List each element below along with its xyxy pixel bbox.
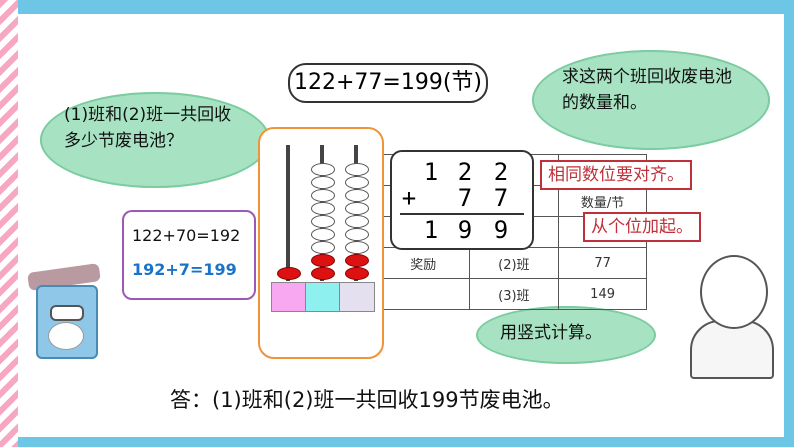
formula-box: 122+70=192 192+7=199 (122, 210, 256, 300)
method-cloud (476, 306, 656, 364)
table-col-header: 数量/节 (558, 185, 647, 217)
abacus-bead-ones (345, 176, 369, 189)
abacus-bead-tens (311, 189, 335, 202)
method-text: 用竖式计算。 (500, 323, 602, 343)
question-text: (1)班和(2)班一共回收多少节废电池？ (64, 105, 232, 151)
abacus-bead-ones (345, 254, 369, 267)
place-ones (339, 282, 375, 312)
book-character-beard (48, 322, 84, 350)
abacus-bead-tens (311, 176, 335, 189)
abacus-rod-hundreds (286, 145, 290, 281)
abacus-bead-hundreds (277, 267, 301, 280)
formula-line-1: 122+70=192 (132, 226, 241, 245)
abacus-bead-tens (311, 267, 335, 280)
abacus-bead-tens (311, 163, 335, 176)
table-row: (3)班 (468, 278, 560, 310)
abacus-bead-ones (345, 202, 369, 215)
table-cell: 149 (558, 278, 647, 310)
left-decor-stripe (0, 0, 18, 447)
start-note: 从个位加起。 (583, 212, 701, 242)
top-decor-bar (18, 0, 794, 14)
title-equation: 122+77=199(节) (288, 63, 488, 103)
place-tens (305, 282, 341, 312)
goal-text: 求这两个班回收废电池的数量和。 (562, 67, 732, 113)
vertical-calculation: 1 2 2 + 7 7 1 9 9 (390, 150, 534, 250)
boy-character-head (700, 255, 768, 329)
question-cloud (40, 92, 270, 188)
book-character-glasses (50, 305, 84, 321)
table-row-label: 奖励 (377, 247, 470, 279)
answer-sentence: 答：(1)班和(2)班一共回收199节废电池。 (170, 388, 564, 412)
goal-cloud (532, 50, 770, 150)
abacus-bead-ones (345, 215, 369, 228)
abacus-bead-ones (345, 267, 369, 280)
formula-line-2: 192+7=199 (132, 260, 237, 279)
bottom-decor-bar (18, 437, 784, 447)
table-row: (2)班 (468, 247, 560, 279)
align-note: 相同数位要对齐。 (540, 160, 692, 190)
table-cell: 77 (558, 247, 647, 279)
abacus-bead-tens (311, 215, 335, 228)
abacus-bead-tens (311, 202, 335, 215)
abacus-bead-tens (311, 254, 335, 267)
abacus-bead-ones (345, 189, 369, 202)
place-hundreds (271, 282, 307, 312)
abacus-bead-tens (311, 241, 335, 254)
right-decor-bar (784, 14, 794, 447)
abacus (258, 127, 384, 359)
abacus-bead-tens (311, 228, 335, 241)
abacus-bead-ones (345, 228, 369, 241)
abacus-bead-ones (345, 241, 369, 254)
abacus-bead-ones (345, 163, 369, 176)
